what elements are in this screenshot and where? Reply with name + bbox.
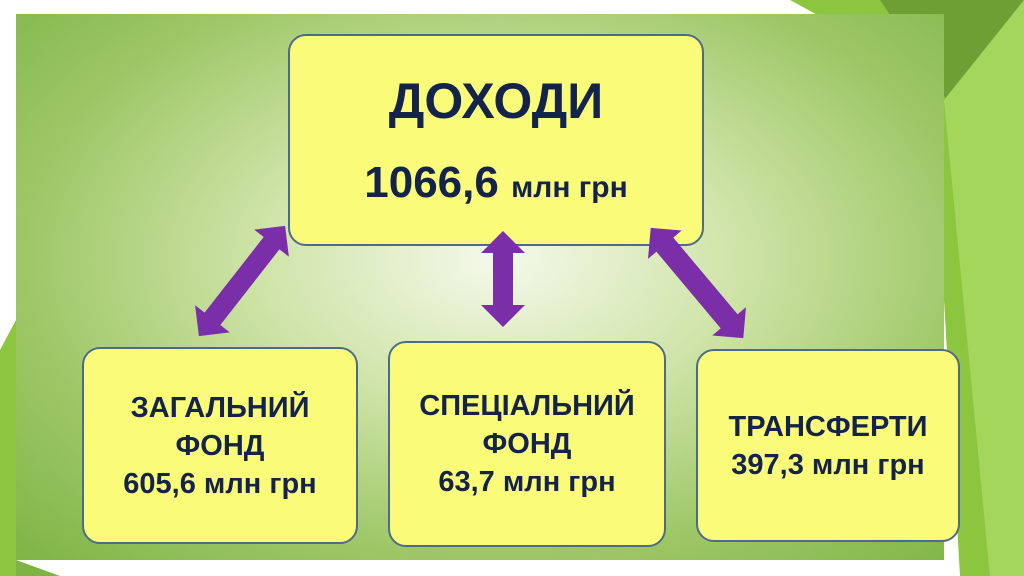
special-fund-box: СПЕЦІАЛЬНИЙ ФОНД 63,7 млн грн (388, 341, 666, 547)
diagram-canvas: ДОХОДИ 1066,6 млн грн ЗАГАЛЬНИЙ ФОНД 605… (16, 14, 960, 560)
box-label: ТРАНСФЕРТИ (728, 410, 928, 443)
arrow-right (648, 227, 746, 339)
income-total: 1066,6 млн грн (364, 158, 627, 208)
box-label: СПЕЦІАЛЬНИЙ (419, 390, 635, 422)
green-shape (944, 0, 1024, 576)
transfers-box: ТРАНСФЕРТИ 397,3 млн грн (696, 349, 960, 542)
income-unit: млн грн (511, 171, 628, 204)
box-amount: 605,6 млн грн (123, 467, 317, 500)
income-title: ДОХОДИ (388, 73, 604, 129)
arrow-middle (481, 231, 525, 327)
box-label: ФОНД (175, 429, 265, 462)
general-fund-box: ЗАГАЛЬНИЙ ФОНД 605,6 млн грн (82, 347, 358, 544)
income-amount: 1066,6 (364, 158, 499, 207)
arrow-left (195, 225, 289, 337)
box-amount: 397,3 млн грн (731, 448, 925, 481)
box-amount: 63,7 млн грн (438, 466, 616, 498)
green-shape (0, 320, 16, 576)
arrows (195, 225, 746, 339)
box-label: ФОНД (482, 428, 572, 460)
box-label: ЗАГАЛЬНИЙ (130, 391, 310, 424)
green-shape (16, 560, 60, 576)
